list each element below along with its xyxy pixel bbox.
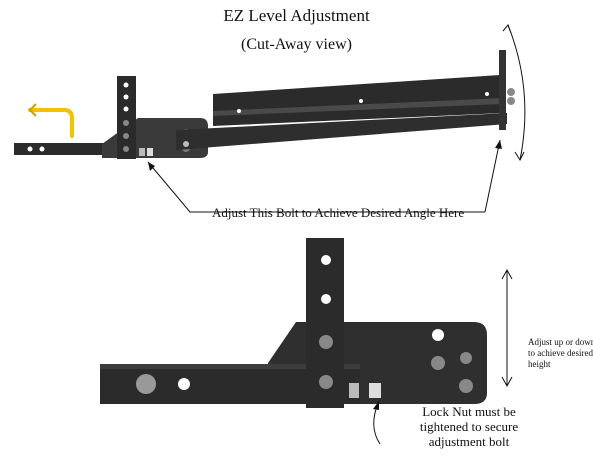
end-plate: [499, 50, 506, 130]
adjustment-bolt: [369, 383, 381, 398]
callout-top-label: Adjust This Bolt to Achieve Desired Angl…: [212, 205, 465, 220]
lock-nut-note: Lock Nut must be tightened to secure adj…: [419, 404, 519, 449]
diagram-subtitle: (Cut-Away view): [241, 36, 352, 53]
double-arrow-curved-icon: [502, 24, 526, 162]
diagram-title: EZ Level Adjustment: [223, 6, 370, 25]
callout-leader-top: [147, 139, 502, 213]
upper-rail-channel: [213, 75, 503, 126]
double-arrow-vertical-icon: [501, 268, 513, 388]
height-adjust-note: Adjust up or down to achieve desired hei…: [528, 337, 593, 369]
handle-lever-icon: [28, 108, 74, 138]
callout-leader-bottom: [373, 400, 381, 445]
angled-lower-bar: [176, 113, 507, 150]
vertical-post: [117, 76, 136, 159]
bottom-assembly: [100, 238, 513, 445]
left-tube-bar: [14, 143, 126, 155]
lock-nut: [349, 383, 359, 398]
top-assembly: [14, 24, 526, 213]
